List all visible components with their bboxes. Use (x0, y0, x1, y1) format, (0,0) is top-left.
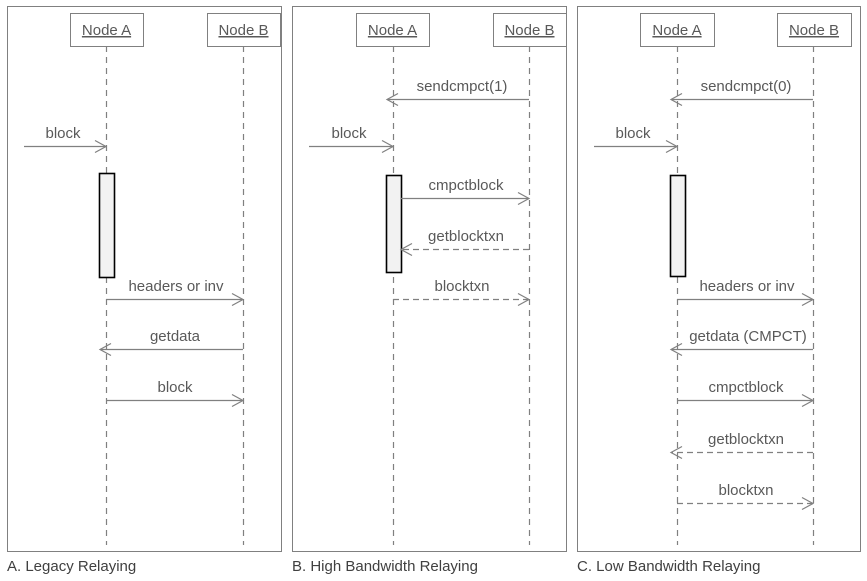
message-label-c-msg-3: headers or inv (699, 278, 795, 295)
message-arrowhead-a-msg-2 (231, 292, 245, 307)
activation-bar-b-activation-node-a (385, 174, 403, 274)
message-label-c-msg-5: cmpctblock (708, 379, 784, 396)
message-arrowhead-b-msg-1 (385, 92, 399, 107)
participant-box-b-node-a[interactable] (356, 13, 430, 47)
message-arrowhead-c-msg-7 (801, 496, 815, 511)
panel-a: Node A Node B block headers or inv getdata bl… (7, 6, 282, 575)
panel-caption-b: B. High Bandwidth Relaying (292, 558, 478, 575)
participant-box-c-node-b[interactable] (777, 13, 852, 47)
message-b-msg-2[interactable]: block (309, 125, 395, 154)
message-b-msg-3[interactable]: cmpctblock (401, 177, 531, 206)
panel-frame-b (292, 6, 567, 552)
message-label-a-msg-2: headers or inv (128, 278, 224, 295)
message-label-c-msg-7: blocktxn (718, 482, 773, 499)
message-c-msg-4[interactable]: getdata (CMPCT) (669, 328, 813, 357)
message-arrowhead-a-msg-4 (231, 393, 245, 408)
message-label-b-msg-2: block (331, 125, 367, 142)
message-arrowhead-a-msg-3 (98, 342, 112, 357)
panel-caption-c: C. Low Bandwidth Relaying (577, 558, 760, 575)
message-arrowhead-c-msg-5 (801, 393, 815, 408)
message-label-b-msg-3: cmpctblock (428, 177, 504, 194)
message-arrowhead-b-msg-4 (399, 242, 413, 257)
message-arrowhead-c-msg-1 (669, 92, 683, 107)
message-arrowhead-b-msg-3 (517, 191, 531, 206)
participant-box-a-node-a[interactable] (70, 13, 144, 47)
message-c-msg-3[interactable]: headers or inv (677, 278, 815, 307)
message-arrowhead-c-msg-2 (665, 139, 679, 154)
message-a-msg-4[interactable]: block (106, 379, 245, 408)
message-a-msg-1[interactable]: block (24, 125, 108, 154)
participant-box-c-node-a[interactable] (640, 13, 715, 47)
message-c-msg-6[interactable]: getblocktxn (669, 431, 813, 460)
message-a-msg-3[interactable]: getdata (98, 328, 243, 357)
activation-bar-a-activation-node-a (98, 172, 116, 279)
message-label-c-msg-1: sendcmpct(0) (701, 78, 792, 95)
message-b-msg-1[interactable]: sendcmpct(1) (385, 78, 529, 107)
participant-label-b-node-a: Node A (368, 22, 417, 39)
message-label-a-msg-1: block (45, 125, 81, 142)
message-label-a-msg-3: getdata (150, 328, 201, 345)
message-b-msg-5[interactable]: blocktxn (393, 278, 531, 307)
participant-label-b-node-b: Node B (504, 22, 554, 39)
message-arrowhead-c-msg-3 (801, 292, 815, 307)
message-label-c-msg-2: block (615, 125, 651, 142)
message-label-a-msg-4: block (157, 379, 193, 396)
message-a-msg-2[interactable]: headers or inv (106, 278, 245, 307)
activation-bar-c-activation-node-a (669, 174, 687, 278)
panel-caption-a: A. Legacy Relaying (7, 558, 136, 575)
participant-box-a-node-b[interactable] (207, 13, 281, 47)
panel-b: Node A Node B sendcmpct(1) block cmpctblock g… (292, 6, 567, 575)
message-b-msg-4[interactable]: getblocktxn (399, 228, 529, 257)
participant-label-a-node-a: Node A (82, 22, 131, 39)
participant-label-a-node-b: Node B (218, 22, 268, 39)
message-label-b-msg-5: blocktxn (434, 278, 489, 295)
message-arrowhead-b-msg-5 (517, 292, 531, 307)
message-arrowhead-c-msg-6 (669, 445, 683, 460)
message-arrowhead-b-msg-2 (381, 139, 395, 154)
participant-label-c-node-a: Node A (652, 22, 701, 39)
message-arrowhead-c-msg-4 (669, 342, 683, 357)
participant-box-b-node-b[interactable] (493, 13, 567, 47)
message-c-msg-7[interactable]: blocktxn (677, 482, 815, 511)
message-label-b-msg-4: getblocktxn (428, 228, 504, 245)
message-arrowhead-a-msg-1 (94, 139, 108, 154)
message-c-msg-5[interactable]: cmpctblock (677, 379, 815, 408)
message-c-msg-2[interactable]: block (594, 125, 679, 154)
message-label-c-msg-6: getblocktxn (708, 431, 784, 448)
panel-frame-a (7, 6, 282, 552)
message-label-c-msg-4: getdata (CMPCT) (689, 328, 807, 345)
participant-label-c-node-b: Node B (789, 22, 839, 39)
panel-c: Node A Node B sendcmpct(0) block headers or … (577, 6, 861, 575)
message-c-msg-1[interactable]: sendcmpct(0) (669, 78, 813, 107)
message-label-b-msg-1: sendcmpct(1) (417, 78, 508, 95)
